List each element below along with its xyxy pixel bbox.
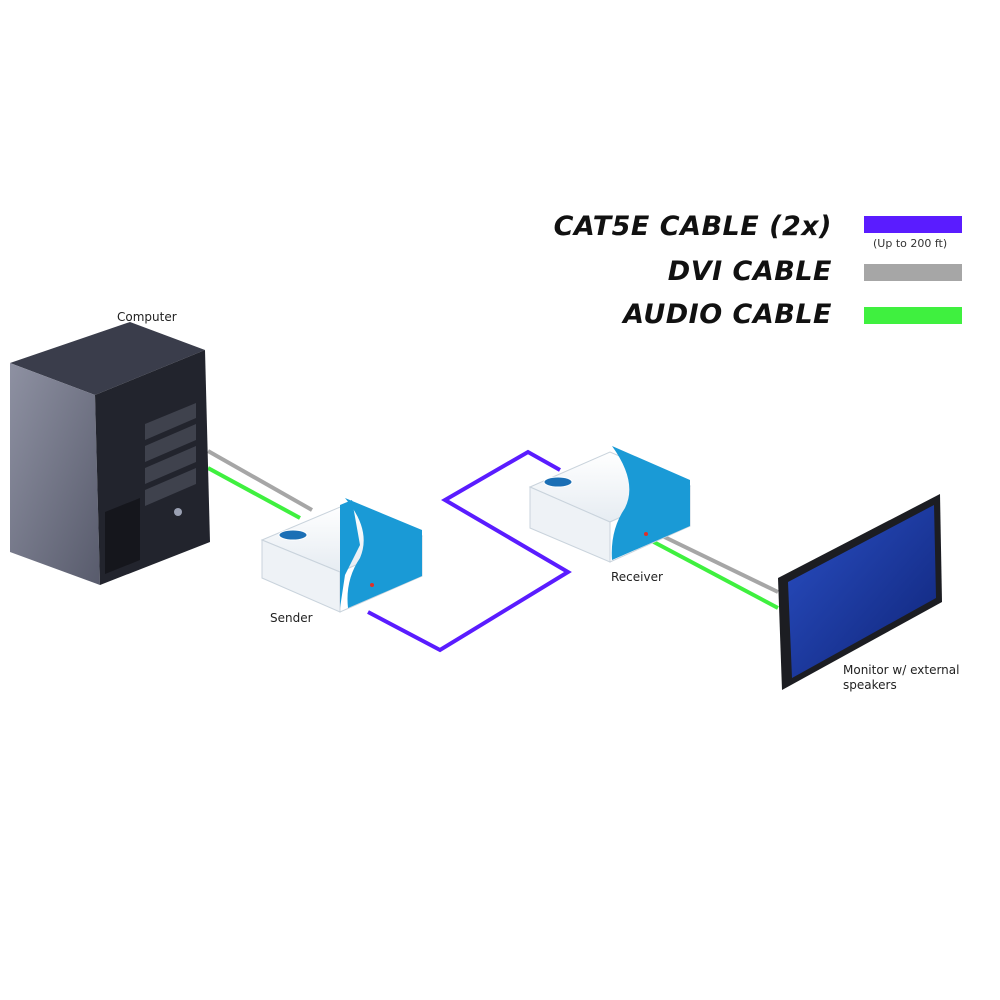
legend-note-cat5e-length: (Up to 200 ft)	[873, 237, 948, 250]
monitor-label: Monitor w/ external speakers	[843, 663, 959, 693]
cable-audio-receiver-monitor	[649, 538, 779, 610]
legend-label-cat5e: CAT5E CABLE (2x)	[553, 211, 832, 242]
monitor-icon	[778, 494, 942, 690]
legend-label-audio: AUDIO CABLE	[623, 299, 832, 330]
cable-cat5e-sender-receiver	[367, 449, 572, 653]
receiver-label: Receiver	[611, 570, 663, 584]
computer-tower-icon	[10, 322, 210, 585]
monitor-label-line2: speakers	[843, 678, 897, 692]
receiver-box-icon	[528, 446, 692, 563]
cable-audio-computer-sender	[207, 466, 301, 520]
monitor-label-line1: Monitor w/ external	[843, 663, 960, 677]
sender-box-icon	[260, 498, 424, 613]
legend-swatch-dvi	[864, 264, 962, 281]
legend-swatch-cat5e	[864, 216, 962, 233]
computer-label: Computer	[117, 310, 177, 324]
legend-swatch-audio	[864, 307, 962, 324]
sender-label: Sender	[270, 611, 313, 625]
cable-dvi-computer-sender	[207, 449, 313, 512]
legend-label-dvi: DVI CABLE	[667, 256, 832, 287]
cable-dvi-receiver-monitor	[649, 528, 779, 594]
